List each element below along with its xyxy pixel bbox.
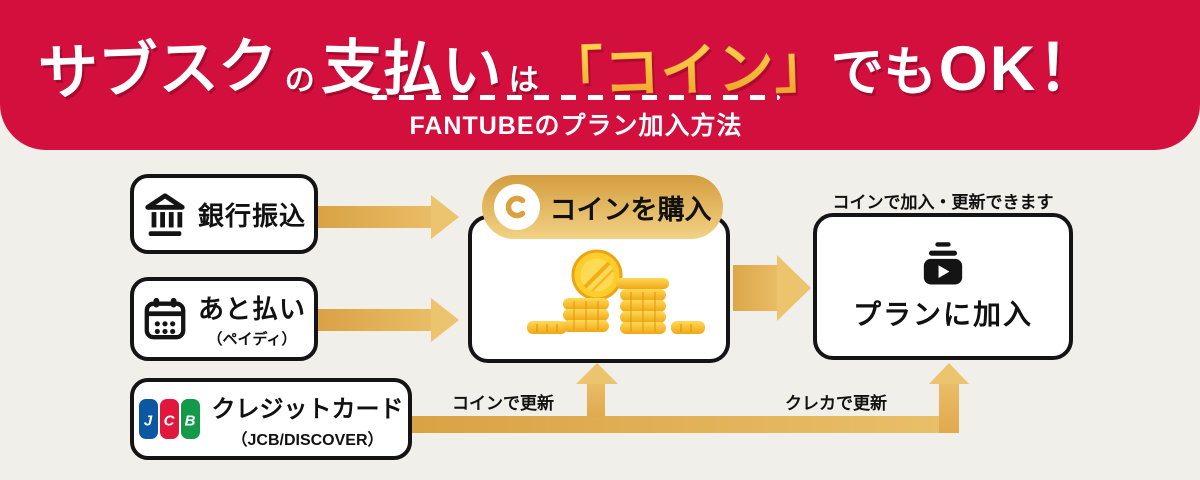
coin-c-icon [493,184,540,230]
plan-join-label: プランに加入 [852,298,1033,330]
arrow-coin-to-plan-head [777,255,811,321]
coin-purchase-badge: コインを購入 [482,175,723,239]
coin-renew-arrow-shaft [587,383,605,417]
title-part-demo: でも [830,43,937,102]
card-renew-label: クレカで更新 [785,394,887,413]
dashed-underline [372,95,780,100]
jcb-logo: J C B [138,399,200,439]
source-box-deferred-payment: あと払い （ペイディ） [130,277,318,361]
coin-renew-arrow-head [576,363,618,384]
title-part-subsc: サブスク [36,31,280,108]
arrow-bank-to-coin-shaft [318,206,432,228]
jcb-letter-c: C [163,412,175,430]
main-title: サブスク の 支払い は 「コイン」 でも OK！ [0,18,1170,109]
title-part-wa: は [508,64,539,97]
title-part-ok: OK！ [938,34,1103,104]
banner-subtitle: FANTUBEのプラン加入方法 [409,112,743,140]
calendar-icon [144,297,186,340]
arrow-paidy-to-coin-head [431,298,459,342]
jcb-letter-b: B [184,412,196,430]
jcb-letter-j: J [143,412,153,430]
card-renew-arrow-head [929,363,969,384]
bank-transfer-label: 銀行振込 [197,200,306,231]
coin-purchase-box [468,215,730,363]
arrow-bank-to-coin-head [431,195,459,239]
source-box-credit-card: J C B クレジットカード （JCB/DISCOVER） [130,378,412,460]
coin-renew-label: コインで更新 [452,394,554,413]
subscriptions-icon [923,241,963,284]
header-banner: サブスク の 支払い は 「コイン」 でも OK！ FANTUBEのプラン加入方… [0,0,1200,150]
title-part-no: の [284,64,315,97]
source-box-bank-transfer: 銀行振込 [130,174,318,254]
credit-card-sub: （JCB/DISCOVER） [231,431,384,449]
plan-note: コインで加入・更新できます [832,193,1054,212]
bank-icon [145,193,185,237]
renewal-path-bar [412,416,959,433]
arrow-paidy-to-coin-shaft [318,309,432,331]
credit-card-label: クレジットカード [211,395,404,423]
deferred-payment-label: あと払い [197,294,306,324]
arrow-coin-to-plan-shaft [733,265,778,311]
plan-join-box: プランに加入 [813,213,1073,360]
gold-coins-illustration [527,249,705,334]
deferred-payment-sub: （ペイディ） [207,331,297,348]
coin-purchase-badge-label: コインを購入 [549,194,712,225]
card-renew-arrow-shaft [939,383,959,433]
